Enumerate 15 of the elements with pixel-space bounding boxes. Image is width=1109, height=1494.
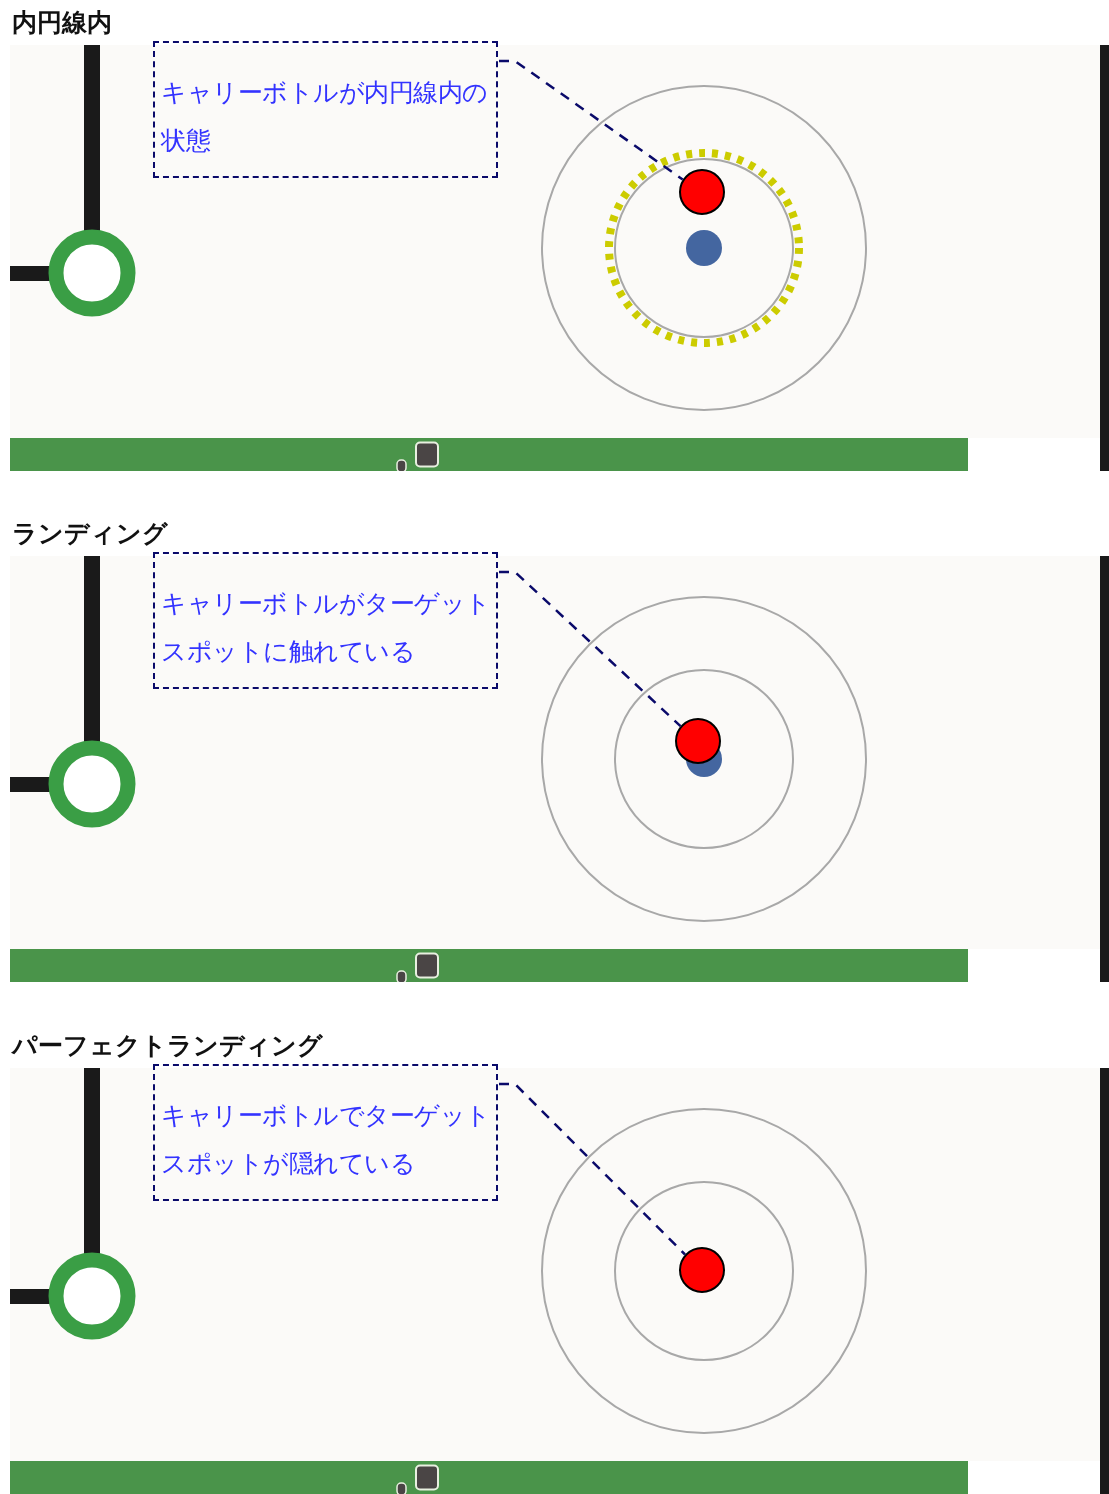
leader-line [499,570,682,727]
callout-text: キャリーボトルでターゲットスポットが隠れている [161,1100,492,1180]
callout-text: キャリーボトルがターゲットスポットに触れている [161,588,492,668]
panel-heading: パーフェクトランディング [12,1031,323,1061]
panel-heading: 内円線内 [12,8,112,38]
leader-line [499,59,684,181]
bottle-marker [678,1246,726,1294]
callout-text: キャリーボトルが内円線内の状態 [161,77,489,157]
bottle-marker [674,717,722,765]
callout-box [153,1064,498,1201]
callout-box [153,552,498,689]
bottle-marker [678,168,726,216]
leader-line [499,1082,686,1256]
panel-heading: ランディング [12,519,168,549]
callout-box [153,41,498,178]
